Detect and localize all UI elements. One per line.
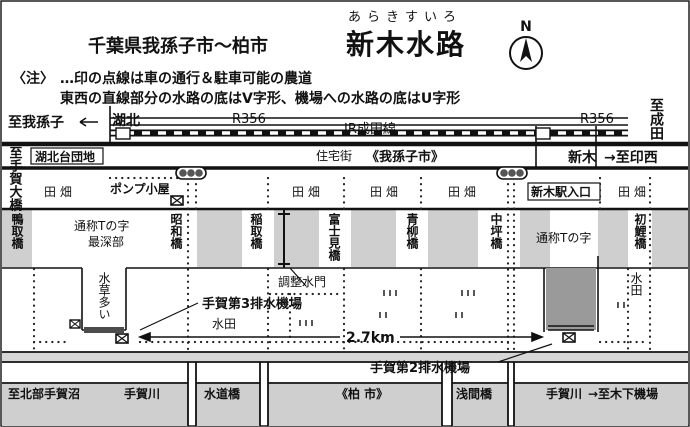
tega-river-right: 手賀川: [546, 386, 582, 401]
jr-line-label: JR成田線: [343, 121, 396, 137]
note-line-1: …印の点線は車の通行＆駐車可能の農道: [60, 70, 312, 87]
suisou-label: 水草多い: [97, 272, 111, 320]
water-channels: [2, 207, 688, 426]
north-arrow-icon: [509, 36, 543, 70]
pump3-label: 手賀第3排水機場: [202, 296, 302, 312]
bridge-sengen: 浅間橋: [456, 386, 493, 401]
note-label: 〈注〉: [12, 70, 54, 87]
bridge-fujimi: 富士見橋: [327, 212, 341, 262]
header-block: 千葉県我孫子市〜柏市 新木水路 あらきすいろ 〈注〉 …印の点線は車の通行＆駐車…: [12, 10, 466, 107]
r356-right-label: R356: [580, 112, 614, 127]
to-kitabu-label: 至北部手賀沼: [8, 386, 80, 401]
deep-water-shading: [546, 268, 596, 330]
to-kitoroshi-label: →至木下機場: [588, 386, 658, 401]
bridge-inatori: 稲取橋: [249, 212, 263, 250]
field-label-1: 田 畑: [44, 185, 72, 199]
field-label-3: 田 畑: [370, 185, 398, 199]
pump-station-3-icon: [115, 333, 129, 344]
kohoku-station-icon: [115, 127, 131, 140]
araki-station-icon: [535, 127, 551, 140]
title-furigana: あらきすいろ: [348, 10, 462, 25]
bridge-aoyagi: 青柳橋: [405, 212, 419, 250]
arrow-left-icon: [79, 117, 98, 127]
pump-station-2-icon: [562, 332, 576, 343]
bridge-shigitori: 鴨取橋: [10, 212, 24, 250]
t-right-label: 通称Tの字: [536, 230, 591, 245]
to-teganoohashi-label: 至手賀大橋: [7, 146, 24, 212]
abiko-city-label: 《我孫子市》: [366, 149, 444, 165]
bridge-suido: 水道橋: [204, 386, 241, 401]
r356-left-label: R356: [232, 112, 266, 127]
kohokudai-label: 湖北台団地: [35, 149, 95, 164]
araki-label: 新木: [568, 149, 597, 166]
area-title: 千葉県我孫子市〜柏市: [88, 35, 268, 57]
distance-arrow: [137, 331, 545, 343]
pump2-label: 手賀第2排水機場: [370, 360, 470, 376]
field-label-2: 田 畑: [292, 185, 320, 199]
sluice-gate-icon: [278, 210, 290, 268]
kohokudai-box: [30, 147, 104, 165]
pump-hut-icon: [170, 195, 184, 206]
upper-road: [110, 117, 628, 126]
paddy-marks: [299, 290, 625, 326]
kohoku-label: 湖北: [112, 113, 140, 129]
field-label-5: 田 畑: [618, 185, 646, 199]
pump-hut-label: ポンプ小屋: [110, 181, 170, 196]
to-narita-label: 至成田: [648, 98, 664, 141]
paddy-right-label: 水田: [629, 272, 643, 296]
residential-label: 住宅街: [316, 148, 352, 163]
distance-label: 2.7km: [346, 330, 395, 346]
tega-river-left: 手賀川: [124, 386, 160, 401]
to-abiko-label: 至我孫子: [8, 114, 64, 131]
t-left-label-2: 最深部: [88, 234, 124, 249]
note-line-2: 東西の直線部分の水路の底はV字形、機場への水路の底はU字形: [60, 90, 460, 107]
kashiwa-city-label: 《柏 市》: [336, 386, 388, 401]
araki-exit-label: 新木駅入口: [531, 184, 591, 199]
to-inzai-label: →至印西: [604, 149, 658, 166]
sluice-label: 調整水門: [278, 274, 326, 289]
araki-exit-box: [527, 182, 601, 201]
gate-icon: [69, 319, 81, 329]
field-label-4: 田 畑: [448, 185, 476, 199]
traffic-light-icon: [496, 166, 528, 180]
channel-outlet-icon: [84, 325, 594, 333]
callout-lines: [139, 267, 553, 363]
paddy-left-label: 水田: [212, 317, 236, 331]
bridge-showa: 昭和橋: [169, 213, 183, 250]
road-bands: [2, 210, 688, 426]
page-title: 新木水路: [346, 28, 466, 61]
route-356: [2, 141, 688, 170]
bridge-nakatsubo: 中坪橋: [489, 212, 503, 250]
traffic-light-icon: [175, 166, 207, 180]
compass-label: N: [520, 19, 532, 35]
bridge-hatsugoi: 初鯉橋: [633, 212, 647, 250]
t-left-label-1: 通称Tの字: [74, 218, 129, 233]
